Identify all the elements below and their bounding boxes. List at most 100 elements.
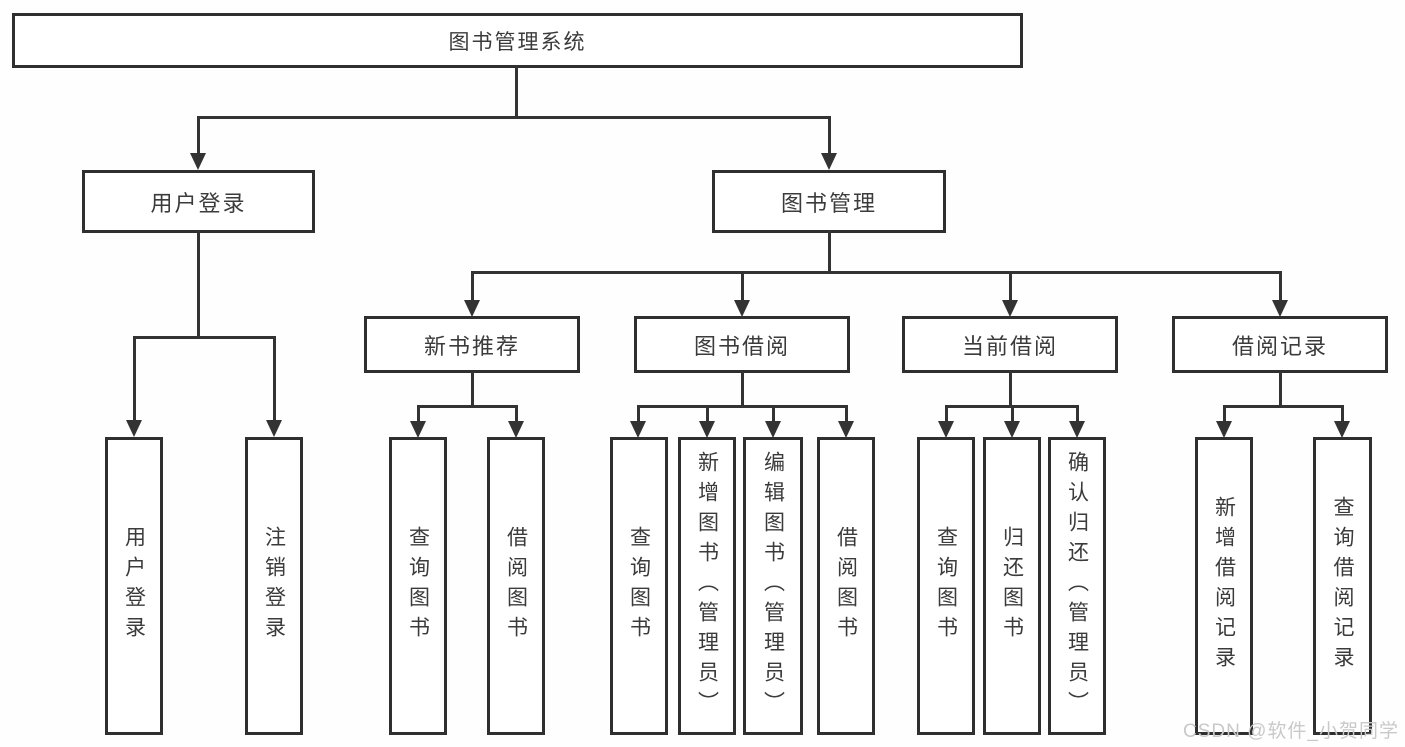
connector-arrow-down — [938, 405, 954, 438]
connector-arrow-down — [1004, 405, 1020, 438]
connector-arrow-down — [464, 271, 480, 317]
connector-arrow-down — [765, 405, 781, 438]
arrowhead-down-icon — [765, 421, 781, 438]
leaf-edit-book-admin-label: 编辑图书（管理员） — [761, 451, 785, 721]
node-book-borrowing: 图书借阅 — [634, 316, 850, 373]
connector-line — [844, 405, 848, 427]
connector-line — [132, 336, 136, 426]
connector-arrow-down — [190, 116, 206, 170]
arrowhead-down-icon — [938, 421, 954, 438]
connector-line — [1222, 405, 1226, 427]
node-borrowing-records-label: 借阅记录 — [1231, 333, 1328, 359]
arrowhead-down-icon — [838, 421, 854, 438]
connector-line — [741, 371, 744, 407]
leaf-user-login-label: 用户登录 — [122, 526, 146, 646]
connector-arrow-down — [734, 271, 750, 317]
leaf-confirm-return-admin: 确认归还（管理员） — [1048, 437, 1106, 735]
arrowhead-down-icon — [410, 421, 426, 438]
leaf-return-book: 归还图书 — [983, 437, 1041, 735]
leaf-query-book-recommend: 查询图书 — [389, 437, 447, 735]
leaf-user-login: 用户登录 — [105, 437, 163, 735]
connector-arrow-down — [821, 116, 837, 170]
connector-line — [636, 405, 640, 427]
connector-line — [827, 116, 831, 159]
leaf-borrow-book-recommend-label: 借阅图书 — [504, 526, 528, 646]
arrowhead-down-icon — [1004, 421, 1020, 438]
node-root: 图书管理系统 — [12, 13, 1023, 68]
connector-line — [470, 271, 474, 306]
arrowhead-down-icon — [1216, 421, 1232, 438]
arrowhead-down-icon — [190, 153, 206, 170]
node-new-book-recommend-label: 新书推荐 — [423, 333, 520, 359]
connector-line — [1075, 405, 1079, 427]
connector-line — [1009, 371, 1012, 407]
leaf-add-borrow-record-label: 新增借阅记录 — [1212, 496, 1236, 676]
node-user-login: 用户登录 — [82, 170, 315, 233]
connector-arrow-down — [630, 405, 646, 438]
connector-line — [197, 230, 200, 338]
connector-line — [197, 116, 831, 119]
connector-line — [196, 116, 200, 159]
leaf-add-borrow-record: 新增借阅记录 — [1195, 437, 1253, 735]
connector-line — [740, 271, 744, 306]
connector-line — [418, 405, 518, 408]
connector-line — [1340, 405, 1344, 427]
leaf-add-book-admin: 新增图书（管理员） — [678, 437, 736, 735]
arrowhead-down-icon — [508, 421, 524, 438]
arrowhead-down-icon — [1002, 300, 1018, 317]
connector-line — [1008, 271, 1012, 306]
leaf-query-book-borrowing-label: 查询图书 — [627, 526, 651, 646]
connector-line — [638, 405, 848, 408]
connector-line — [944, 405, 948, 427]
leaf-query-book-current: 查询图书 — [917, 437, 975, 735]
csdn-watermark: CSDN @软件_小贺同学 — [1183, 721, 1399, 742]
connector-arrow-down — [838, 405, 854, 438]
leaf-query-book-borrowing: 查询图书 — [610, 437, 668, 735]
leaf-query-book-recommend-label: 查询图书 — [406, 526, 430, 646]
connector-arrow-down — [1069, 405, 1085, 438]
connector-line — [272, 336, 276, 426]
connector-line — [471, 371, 474, 407]
connector-line — [514, 405, 518, 427]
arrowhead-down-icon — [464, 300, 480, 317]
connector-line — [828, 230, 831, 273]
leaf-query-borrow-record: 查询借阅记录 — [1313, 437, 1372, 735]
leaf-borrow-book-borrowing: 借阅图书 — [817, 437, 875, 735]
connector-line — [1279, 371, 1282, 407]
node-root-label: 图书管理系统 — [448, 30, 587, 54]
connector-line — [472, 271, 1281, 274]
leaf-add-book-admin-label: 新增图书（管理员） — [695, 451, 719, 721]
leaf-borrow-book-recommend: 借阅图书 — [487, 437, 545, 735]
node-book-borrowing-label: 图书借阅 — [693, 333, 790, 359]
connector-line — [1278, 271, 1282, 306]
connector-line — [771, 405, 775, 427]
arrowhead-down-icon — [1272, 300, 1288, 317]
leaf-logout-label: 注销登录 — [262, 526, 286, 646]
leaf-return-book-label: 归还图书 — [1000, 526, 1024, 646]
arrowhead-down-icon — [1069, 421, 1085, 438]
arrowhead-down-icon — [266, 420, 282, 437]
leaf-query-book-current-label: 查询图书 — [934, 526, 958, 646]
node-user-login-label: 用户登录 — [150, 190, 247, 216]
connector-arrow-down — [1272, 271, 1288, 317]
leaf-borrow-book-borrowing-label: 借阅图书 — [834, 526, 858, 646]
connector-line — [1010, 405, 1014, 427]
connector-line — [515, 65, 518, 118]
connector-arrow-down — [1002, 271, 1018, 317]
arrowhead-down-icon — [821, 153, 837, 170]
connector-arrow-down — [266, 336, 282, 437]
leaf-query-borrow-record-label: 查询借阅记录 — [1331, 496, 1354, 676]
connector-line — [134, 336, 275, 339]
node-book-management: 图书管理 — [712, 170, 946, 233]
connector-arrow-down — [1334, 405, 1350, 438]
node-current-borrowing: 当前借阅 — [902, 316, 1118, 373]
leaf-edit-book-admin: 编辑图书（管理员） — [743, 437, 803, 735]
arrowhead-down-icon — [126, 420, 142, 437]
node-new-book-recommend: 新书推荐 — [364, 316, 580, 373]
connector-arrow-down — [1216, 405, 1232, 438]
connector-line — [416, 405, 420, 427]
arrowhead-down-icon — [1334, 421, 1350, 438]
connector-arrow-down — [126, 336, 142, 437]
connector-arrow-down — [699, 405, 715, 438]
